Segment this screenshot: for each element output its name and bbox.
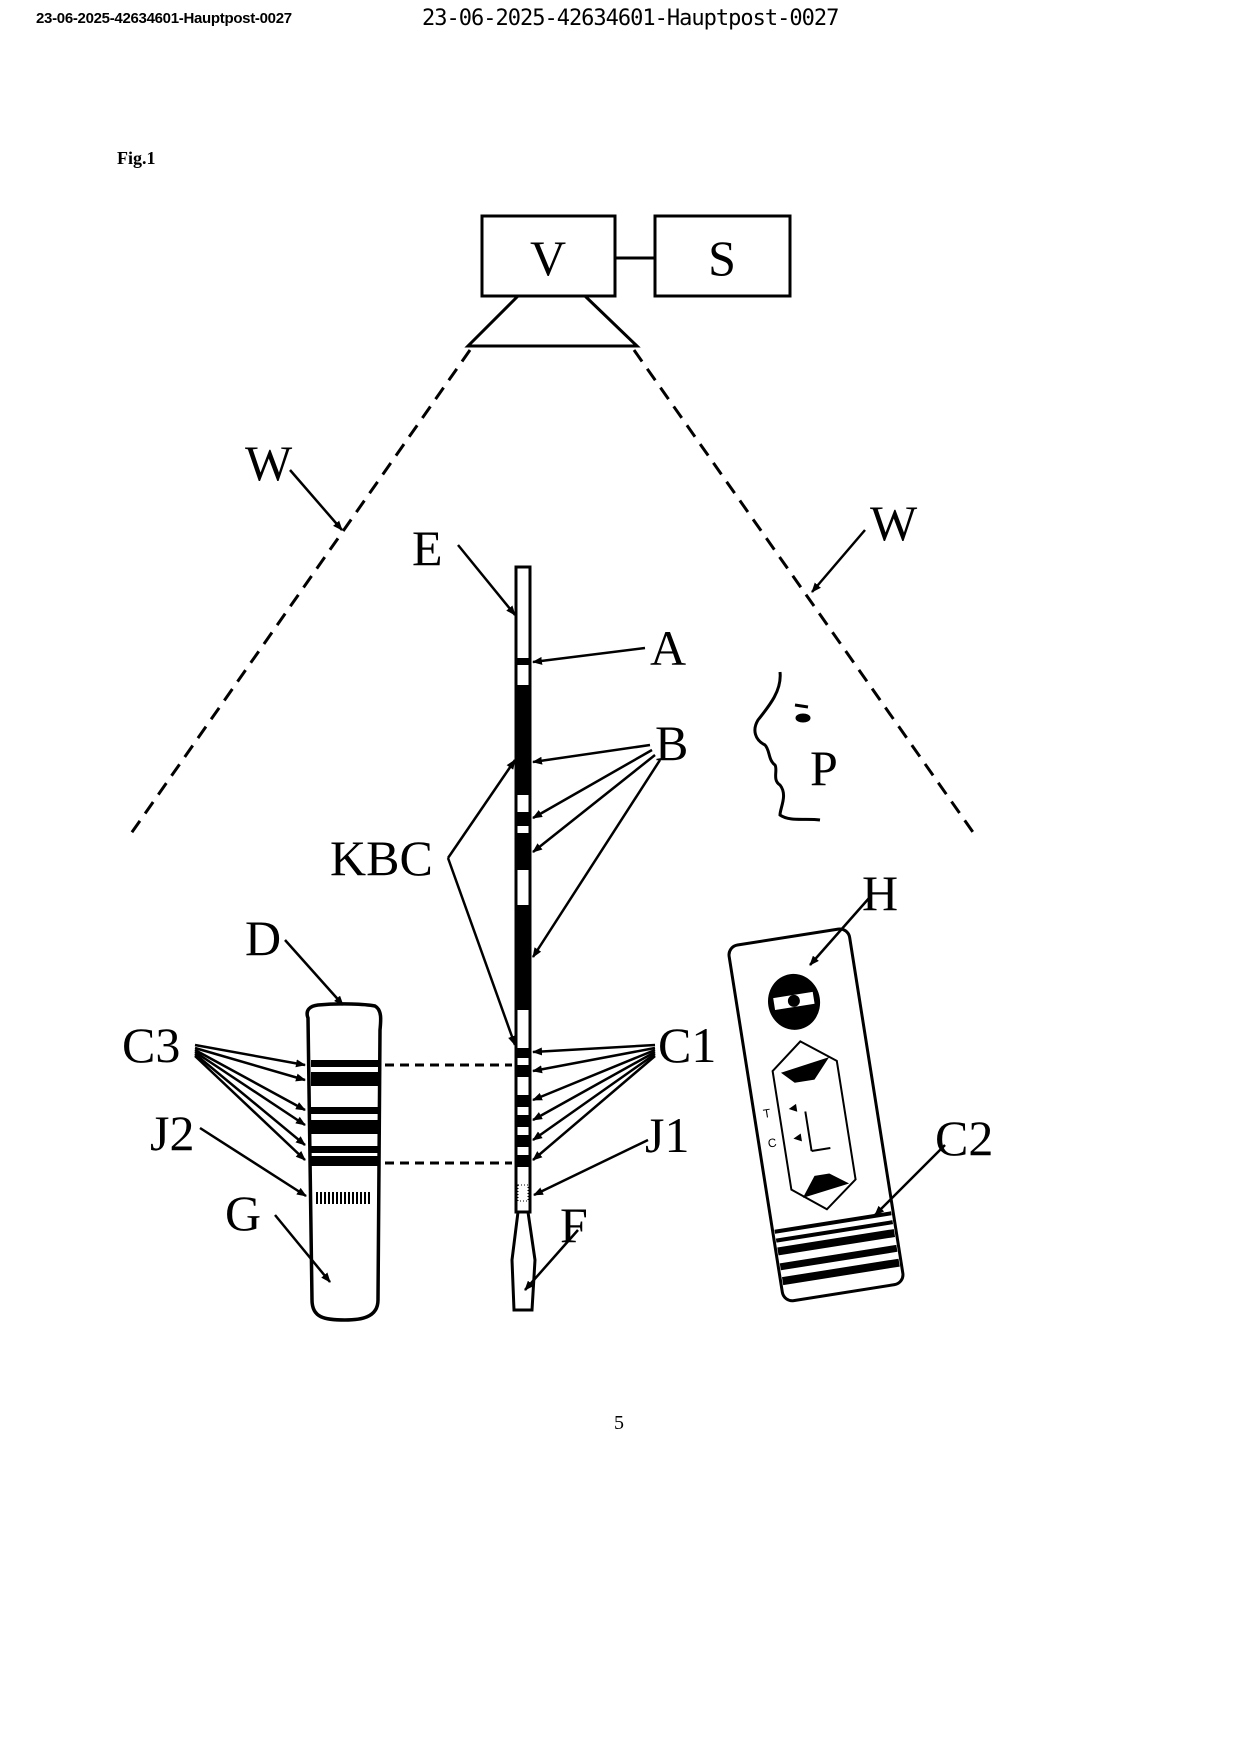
arrow-E (457, 544, 516, 616)
mark-C: C (767, 1135, 778, 1150)
arrow-W-left (289, 469, 343, 531)
label-E: E (412, 520, 443, 576)
arrow-F (524, 1229, 579, 1291)
swab-tip-F (510, 1210, 537, 1312)
swab-strip (510, 565, 537, 1312)
field-of-view (128, 349, 977, 836)
label-J1: J1 (645, 1107, 689, 1163)
arrows-C3 (194, 1043, 306, 1161)
system-box (653, 214, 792, 298)
label-J2: J2 (150, 1105, 194, 1161)
mark-T: T (762, 1106, 772, 1121)
label-B: B (655, 715, 688, 771)
label-C2: C2 (935, 1110, 993, 1166)
label-D: D (245, 910, 281, 966)
correspondence-lines (385, 1063, 512, 1165)
test-cassette: T C (727, 927, 905, 1303)
header-stamp-mono: 23-06-2025-42634601-Hauptpost-0027 (422, 6, 839, 31)
arrow-G (274, 1214, 331, 1283)
arrows-B (531, 743, 662, 958)
page-number: 5 (614, 1412, 624, 1434)
label-P: P (810, 740, 838, 796)
arrow-J2 (199, 1126, 307, 1198)
label-V: V (530, 230, 566, 286)
sample-tube (305, 1002, 383, 1322)
label-W-right: W (870, 495, 918, 551)
arrow-D (284, 939, 344, 1006)
arrow-J1 (533, 1138, 649, 1197)
arrow-W-right (811, 529, 866, 593)
arrows-KBC (446, 759, 517, 1046)
label-C3: C3 (122, 1017, 180, 1073)
label-G: G (225, 1185, 261, 1241)
barcode-C1 (516, 1048, 530, 1167)
header-stamp-bold: 23-06-2025-42634601-Hauptpost-0027 (36, 10, 292, 27)
label-W-left: W (245, 435, 293, 491)
result-window (771, 1040, 857, 1211)
barcode-C2 (774, 1211, 900, 1286)
code-J1 (517, 1184, 529, 1202)
barcode-C3 (311, 1060, 379, 1166)
arrows-C1 (532, 1043, 656, 1161)
label-H: H (862, 865, 898, 921)
figure-title: Fig.1 (117, 148, 156, 168)
camera-unit: V S (464, 214, 792, 348)
label-S: S (708, 230, 736, 286)
person-face-icon (753, 671, 821, 822)
arrow-C2 (874, 1144, 946, 1216)
arrow-A (532, 646, 646, 665)
label-C1: C1 (658, 1017, 716, 1073)
line-marker-icons (788, 1103, 802, 1142)
camera-lens (464, 294, 641, 348)
arrow-H (809, 896, 871, 966)
label-A: A (650, 620, 686, 676)
label-KBC: KBC (330, 830, 433, 886)
